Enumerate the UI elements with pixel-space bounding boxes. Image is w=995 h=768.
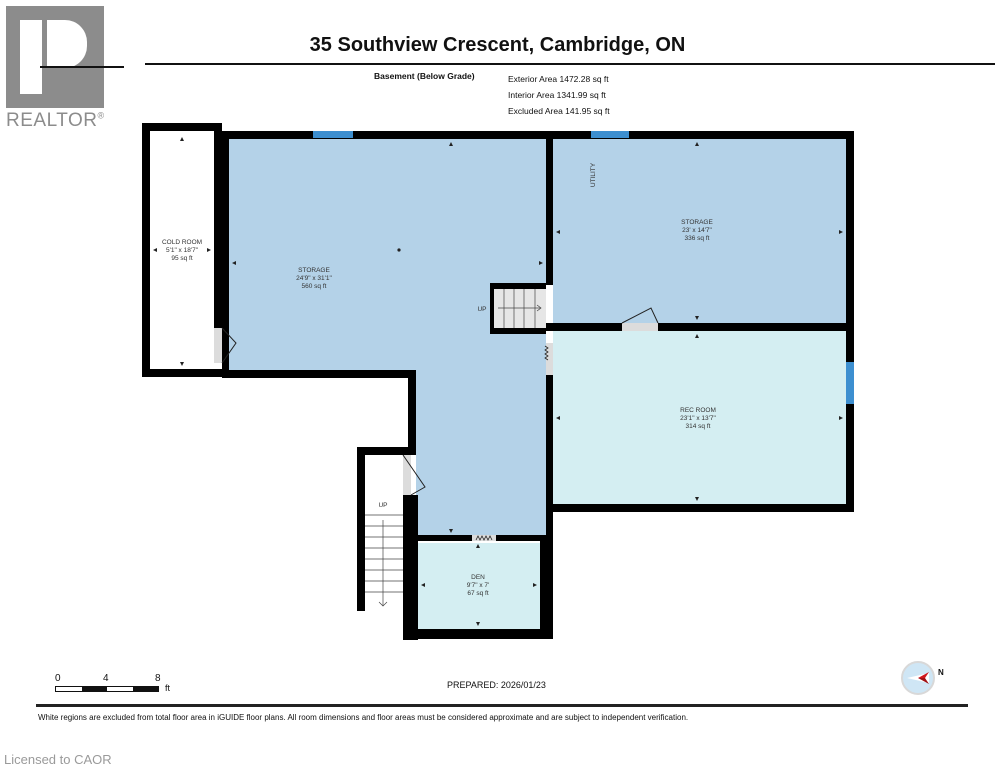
- walls: [142, 123, 854, 640]
- dimension-markers: [153, 137, 843, 626]
- room-name: STORAGE: [681, 219, 713, 226]
- scale-unit: ft: [165, 683, 171, 693]
- window-storage-top: [313, 131, 353, 138]
- stairs-south: [365, 514, 403, 607]
- room-name: REC ROOM: [680, 407, 716, 414]
- stairs-up-label: UP: [477, 306, 486, 313]
- room-dimensions: 5'1" x 18'7": [166, 247, 199, 254]
- interior-area: Interior Area 1341.99 sq ft: [508, 90, 606, 100]
- room-area: 336 sq ft: [685, 235, 710, 242]
- windows: [313, 131, 854, 404]
- floor-level-label: Basement (Below Grade): [374, 71, 475, 81]
- room-dimensions: 9'7" x 7': [467, 582, 490, 589]
- room-area: 314 sq ft: [686, 423, 711, 430]
- title-divider: [145, 63, 995, 65]
- stairs-east: [494, 289, 546, 328]
- page-title: 35 Southview Crescent, Cambridge, ON: [309, 34, 686, 56]
- scale-tick: 0: [55, 673, 61, 684]
- room-name: COLD ROOM: [162, 239, 202, 246]
- license-watermark: Licensed to CAOR: [4, 752, 112, 767]
- stairwell-area: [365, 455, 403, 608]
- window-utility-top: [591, 131, 629, 138]
- rec-room-area: [553, 331, 846, 504]
- den-area: [418, 543, 540, 629]
- compass-icon: [901, 661, 935, 695]
- room-dimensions: 23'1" x 13'7": [680, 415, 716, 422]
- scale-tick: 8: [155, 673, 161, 684]
- footer-divider: [36, 704, 968, 707]
- stairs-up-label: UP: [378, 502, 387, 509]
- room-labels: COLD ROOM 5'1" x 18'7" 95 sq ft STORAGE …: [162, 162, 717, 597]
- storage-main-area: [229, 139, 546, 537]
- room-name: DEN: [471, 574, 485, 581]
- realtor-logo: REALTOR®: [6, 6, 124, 131]
- room-fills: [150, 131, 846, 629]
- doors: [214, 307, 659, 541]
- room-area: 67 sq ft: [467, 590, 489, 597]
- area-summary: Exterior Area 1472.28 sq ft Interior Are…: [508, 71, 610, 119]
- room-area: 560 sq ft: [302, 283, 327, 290]
- prepared-date: PREPARED: 2026/01/23: [447, 680, 546, 690]
- realtor-r-icon: [6, 6, 104, 108]
- room-dimensions: 24'9" x 31'1": [296, 275, 332, 282]
- realtor-wordmark: REALTOR®: [6, 110, 105, 131]
- scale-tick: 4: [103, 673, 109, 684]
- room-area: 95 sq ft: [171, 255, 193, 262]
- disclaimer-text: White regions are excluded from total fl…: [38, 713, 689, 722]
- window-rec-right: [846, 362, 854, 404]
- cold-room-area: [150, 131, 214, 369]
- room-dimensions: 23' x 14'7": [682, 227, 712, 234]
- storage-utility-area: [553, 139, 846, 323]
- compass-north-label: N: [938, 668, 944, 677]
- excluded-area: Excluded Area 141.95 sq ft: [508, 106, 610, 116]
- room-name: STORAGE: [298, 267, 330, 274]
- exterior-area: Exterior Area 1472.28 sq ft: [508, 74, 609, 84]
- utility-label: UTILITY: [590, 162, 597, 187]
